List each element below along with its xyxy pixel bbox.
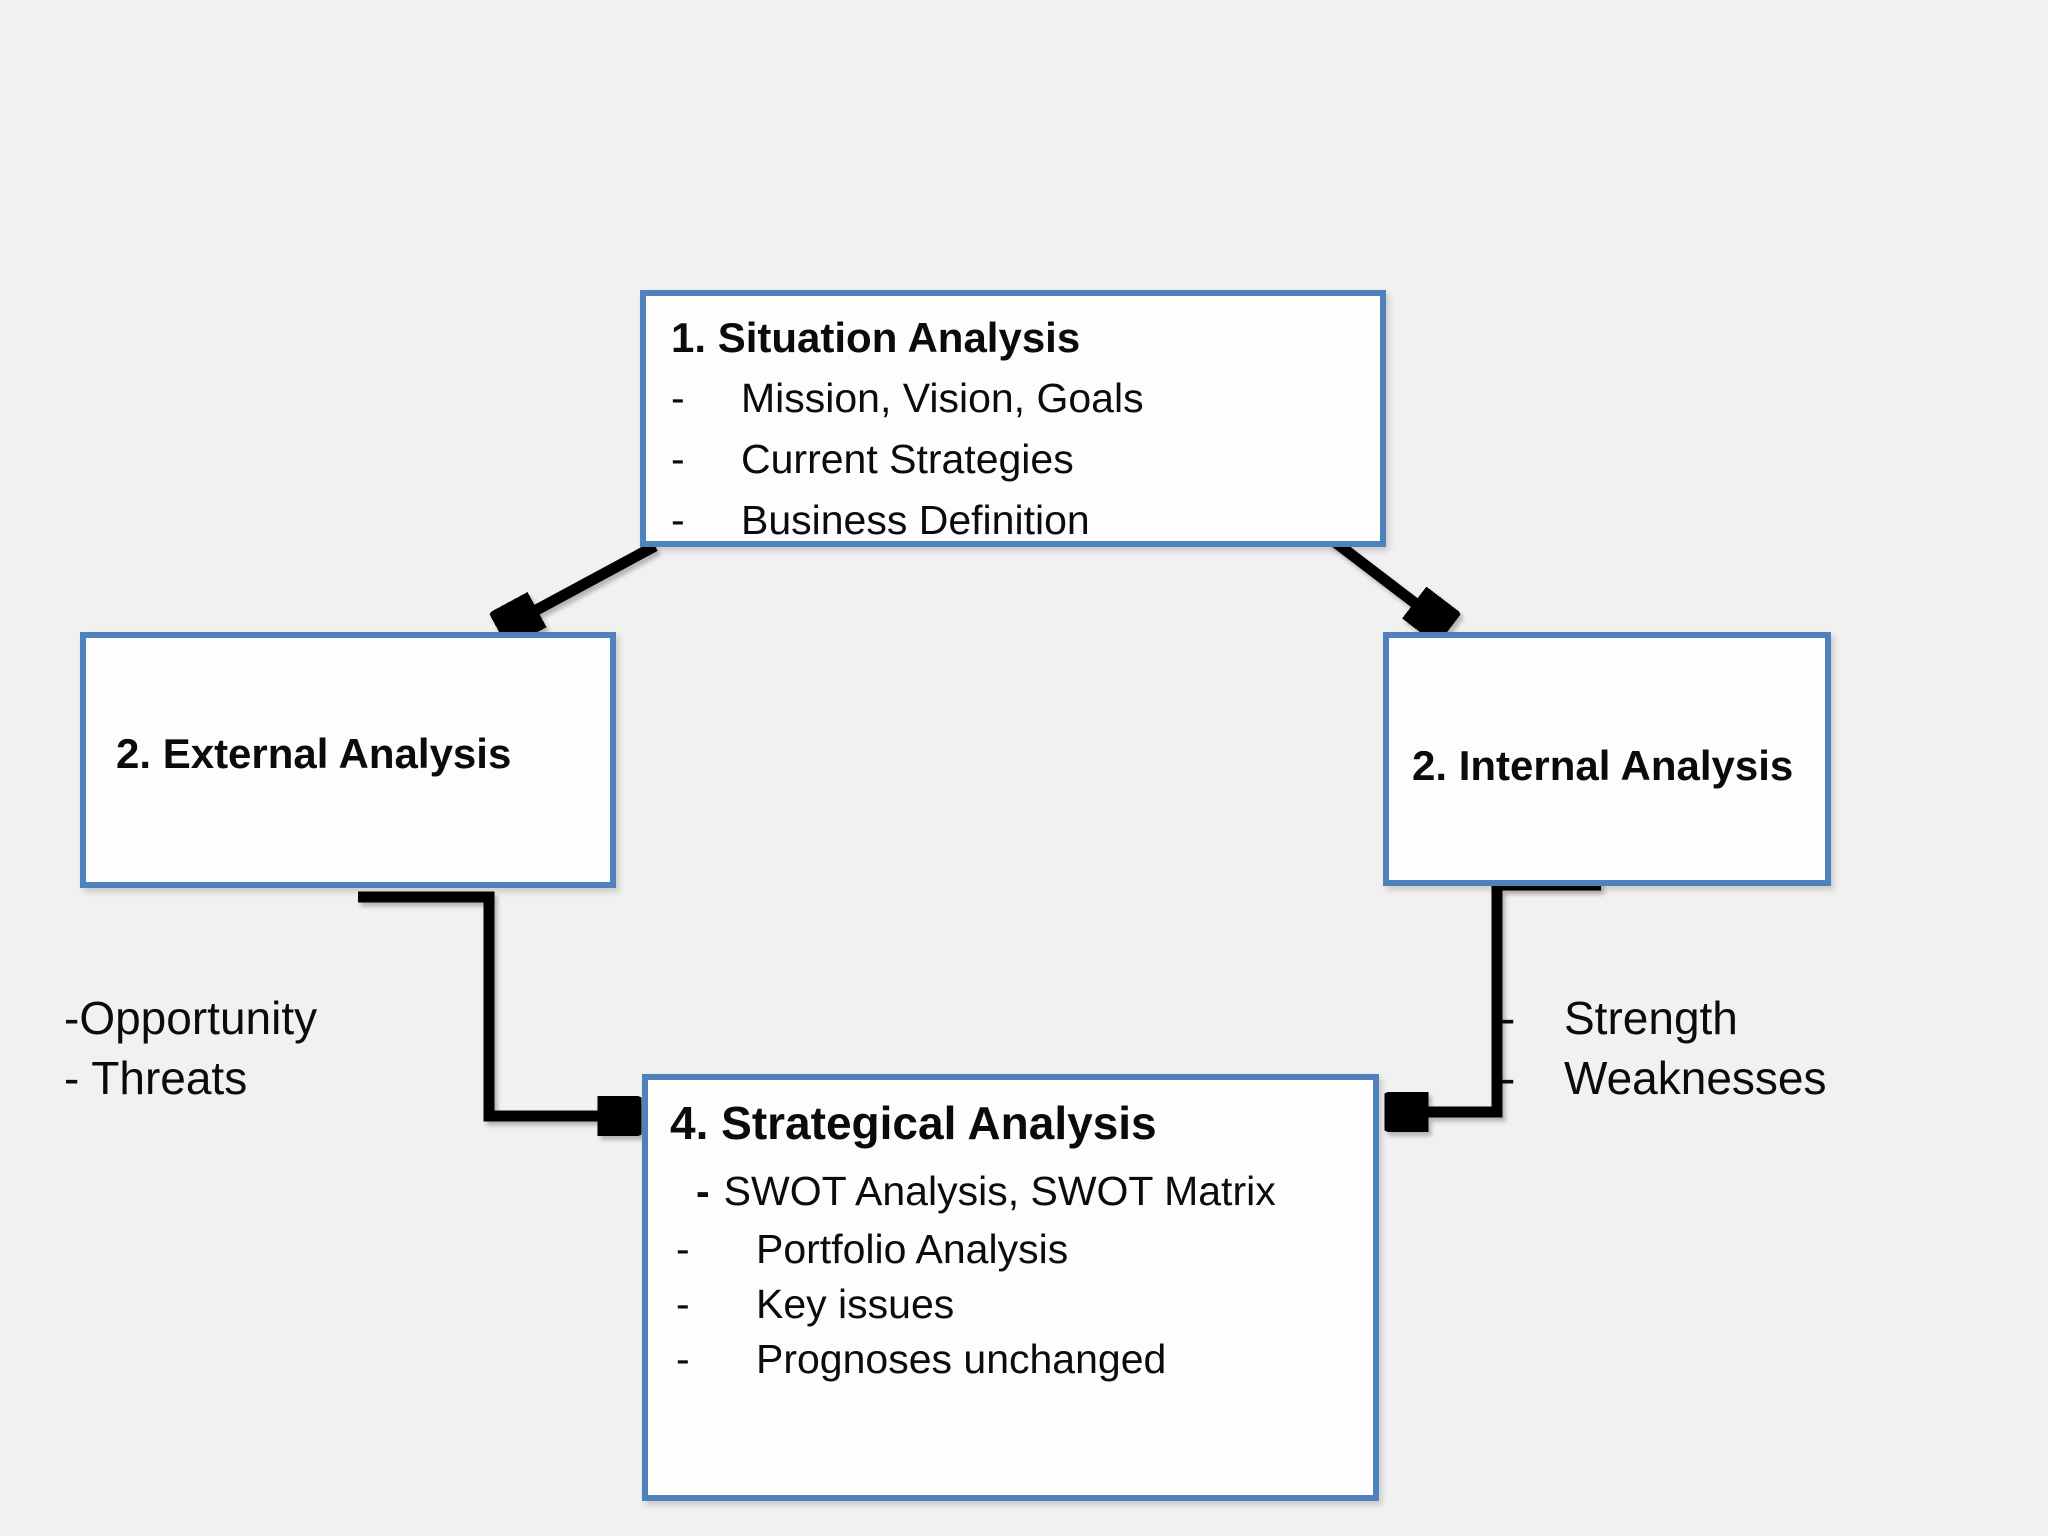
bullet-dash: - <box>676 1336 690 1382</box>
internal-analysis-box: 2. Internal Analysis <box>1383 632 1831 886</box>
bullet-text: SWOT Analysis, SWOT Matrix <box>723 1168 1276 1214</box>
opportunity-threats-label: -Opportunity - Threats <box>64 988 317 1108</box>
bullet-dash: - <box>676 1281 690 1327</box>
bullet-dash: - <box>671 497 685 543</box>
weaknesses-row: - Weaknesses <box>1500 1048 1827 1108</box>
situation-bullet-item: - Current Strategies <box>671 429 1362 490</box>
arrow-external-to-strategical <box>358 891 636 1116</box>
strategical-analysis-box: 4. Strategical Analysis - SWOT Analysis,… <box>642 1074 1379 1501</box>
bullet-text: Business Definition <box>741 497 1090 543</box>
strategical-bullet-item: - Portfolio Analysis <box>670 1222 1359 1277</box>
arrow-situation-to-external <box>503 541 658 628</box>
strength-weaknesses-label: - Strength - Weaknesses <box>1500 988 1827 1108</box>
situation-box-title: 1. Situation Analysis <box>671 314 1081 361</box>
bullet-dash: - <box>676 1226 690 1272</box>
internal-box-title: 2. Internal Analysis <box>1412 742 1794 789</box>
bullet-text: Key issues <box>756 1281 955 1327</box>
threats-label: - Threats <box>64 1052 248 1104</box>
opportunity-label: -Opportunity <box>64 992 318 1044</box>
bullet-text: Prognoses unchanged <box>756 1336 1167 1382</box>
strategical-box-title: 4. Strategical Analysis <box>670 1097 1157 1149</box>
bullet-dash: - <box>696 1168 710 1214</box>
bullet-dash: - <box>671 436 685 482</box>
strategical-bullet-item: - Key issues <box>670 1277 1359 1332</box>
external-box-title: 2. External Analysis <box>116 730 512 777</box>
situation-bullet-item: - Mission, Vision, Goals <box>671 368 1362 429</box>
bullet-text: Portfolio Analysis <box>756 1226 1069 1272</box>
bullet-dash: - <box>1500 992 1516 1044</box>
situation-bullet-item: - Business Definition <box>671 490 1362 551</box>
bullet-dash: - <box>671 375 685 421</box>
strength-label: Strength <box>1564 992 1738 1044</box>
strategical-bullet-item: - Prognoses unchanged <box>670 1332 1359 1387</box>
swot-line: - SWOT Analysis, SWOT Matrix <box>670 1160 1359 1222</box>
bullet-dash: - <box>1500 1052 1516 1104</box>
bullet-text: Current Strategies <box>741 436 1074 482</box>
arrow-situation-to-internal <box>1327 534 1445 626</box>
situation-analysis-box: 1. Situation Analysis - Mission, Vision,… <box>640 290 1386 547</box>
strength-row: - Strength <box>1500 988 1827 1048</box>
bullet-text: Mission, Vision, Goals <box>741 375 1144 421</box>
external-analysis-box: 2. External Analysis <box>80 632 616 888</box>
weaknesses-label: Weaknesses <box>1564 1052 1827 1104</box>
